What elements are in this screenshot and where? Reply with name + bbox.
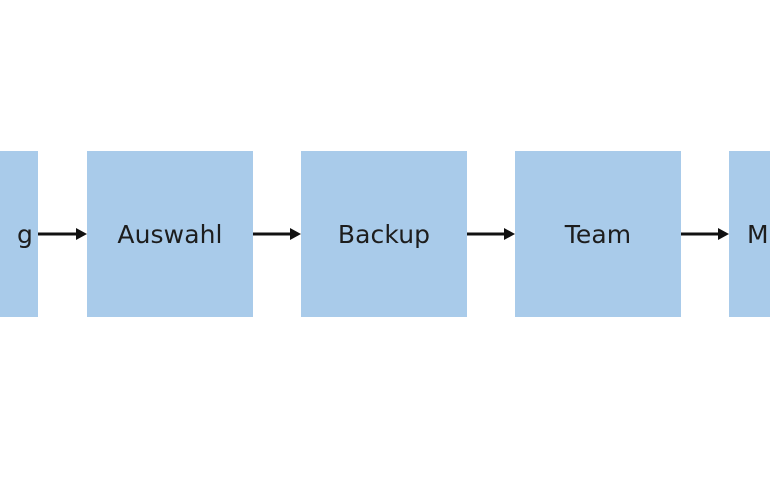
flow-arrow-4-5 [681,222,729,246]
process-box-3: Backup [301,151,467,317]
process-box-2: Auswahl [87,151,253,317]
process-box-2-label: Auswahl [117,219,223,249]
flow-arrow-1-2 [38,222,87,246]
process-box-1: g [0,151,38,317]
process-box-5-label: M [747,219,769,249]
process-box-5: M [729,151,770,317]
process-box-4: Team [515,151,681,317]
process-box-4-label: Team [564,219,632,249]
flow-arrow-3-4 [467,222,515,246]
flow-arrow-2-3 [253,222,301,246]
process-box-1-label: g [17,219,33,249]
process-box-3-label: Backup [337,219,431,249]
